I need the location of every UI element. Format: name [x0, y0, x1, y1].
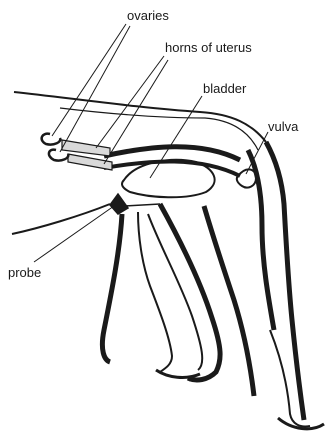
label-ovaries: ovaries [127, 9, 169, 22]
leader-line-ovaries-1 [52, 24, 126, 136]
ovary-lower [49, 150, 68, 161]
front-leg-inner [138, 212, 172, 372]
vulva-shape [237, 169, 256, 187]
back-outline [14, 92, 266, 142]
uterus-body [104, 147, 240, 160]
label-horns-of-uterus: horns of uterus [165, 41, 252, 54]
rear-leg-foot [278, 418, 324, 429]
ovary-upper [42, 134, 61, 145]
front-leg-outer [102, 214, 122, 362]
rear-leg-outer [204, 206, 254, 396]
label-probe: probe [8, 266, 41, 279]
rump-inner [248, 150, 274, 330]
label-vulva: vulva [268, 120, 298, 133]
leader-line-probe [34, 206, 114, 262]
uterine-horn-upper [62, 140, 110, 156]
leader-line-ovaries-2 [60, 26, 130, 152]
label-bladder: bladder [203, 82, 246, 95]
probe-connector [124, 204, 160, 206]
probe-shape [110, 194, 128, 214]
back-outline-inner [60, 108, 258, 150]
